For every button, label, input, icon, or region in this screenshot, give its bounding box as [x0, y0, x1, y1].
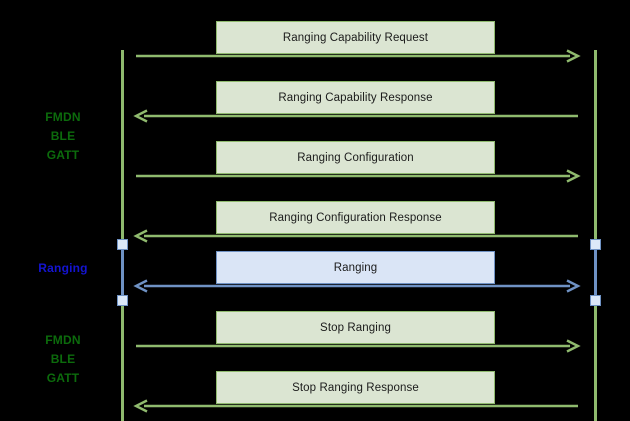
message-box-6[interactable]: Stop Ranging Response — [216, 371, 495, 404]
ranging-lifeline-segment-left — [121, 244, 124, 300]
right-lifeline — [594, 50, 597, 421]
phase-label-bottom: FMDN BLE GATT — [24, 331, 102, 388]
phase-label-line: Ranging — [38, 261, 88, 275]
activation-left-end — [117, 295, 128, 306]
message-label: Ranging Capability Request — [282, 31, 429, 44]
message-box-3[interactable]: Ranging Configuration Response — [216, 201, 495, 234]
message-label: Ranging Configuration Response — [269, 211, 442, 224]
phase-label-line: GATT — [46, 148, 80, 162]
message-label: Stop Ranging Response — [292, 381, 419, 394]
ranging-lifeline-segment-right — [594, 244, 597, 300]
message-label: Ranging Configuration — [297, 151, 414, 164]
message-box-5[interactable]: Stop Ranging — [216, 311, 495, 344]
activation-right-end — [590, 295, 601, 306]
phase-label-line: BLE — [50, 129, 76, 143]
message-label: Ranging — [333, 261, 378, 274]
activation-right-start — [590, 239, 601, 250]
phase-label-top: FMDN BLE GATT — [24, 108, 102, 165]
message-box-2[interactable]: Ranging Configuration — [216, 141, 495, 174]
phase-label-line: FMDN — [45, 110, 81, 124]
phase-label-ranging: Ranging — [24, 259, 102, 278]
message-label: Stop Ranging — [320, 321, 391, 334]
activation-left-start — [117, 239, 128, 250]
message-box-4[interactable]: Ranging — [216, 251, 495, 284]
message-box-0[interactable]: Ranging Capability Request — [216, 21, 495, 54]
phase-label-line: FMDN — [45, 333, 81, 347]
left-lifeline — [121, 50, 124, 421]
message-box-1[interactable]: Ranging Capability Response — [216, 81, 495, 114]
phase-label-line: GATT — [46, 371, 80, 385]
phase-label-line: BLE — [50, 352, 76, 366]
message-label: Ranging Capability Response — [278, 91, 433, 104]
